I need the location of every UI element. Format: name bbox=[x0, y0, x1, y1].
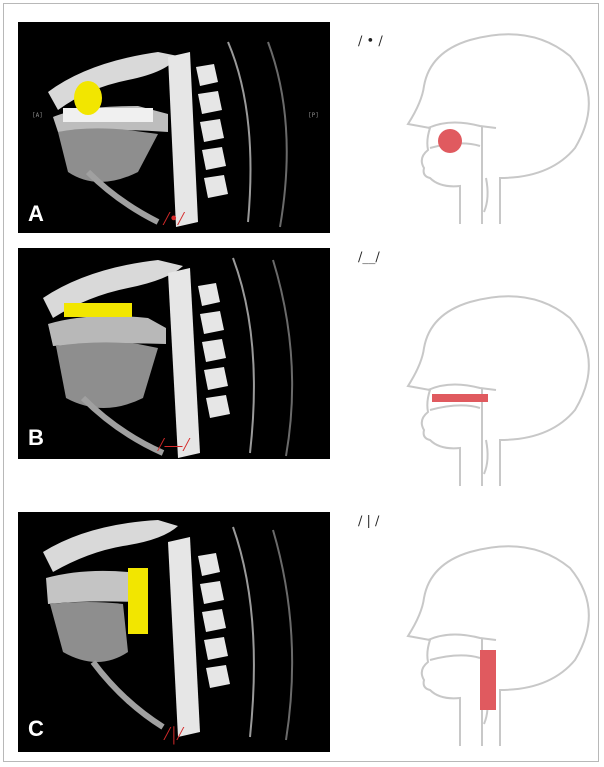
ct-image-b bbox=[18, 248, 330, 459]
head-marker-a bbox=[438, 129, 462, 153]
ct-caption-a: /•/ bbox=[18, 209, 330, 229]
ct-side-tag-left: [A] bbox=[32, 112, 43, 119]
ct-marker-c bbox=[128, 568, 148, 634]
marker-label-c: / | / bbox=[358, 514, 379, 529]
ct-scan-a: [A] [P] A /•/ bbox=[18, 22, 330, 233]
marker-label-a: / • / bbox=[358, 34, 383, 49]
ct-side-tag-right: [P] bbox=[308, 112, 319, 119]
ct-caption-c: /|/ bbox=[18, 724, 330, 744]
marker-label-b: /__/ bbox=[358, 250, 380, 265]
head-diagram-a bbox=[400, 28, 600, 228]
ct-marker-b bbox=[64, 303, 132, 317]
head-diagram-b bbox=[400, 290, 600, 490]
ct-image-c bbox=[18, 512, 330, 752]
ct-scan-c: C /|/ bbox=[18, 512, 330, 752]
ct-image-a bbox=[18, 22, 330, 233]
head-marker-b bbox=[432, 394, 488, 402]
ct-scan-b: B /—/ bbox=[18, 248, 330, 459]
ct-marker-a bbox=[74, 81, 102, 115]
ct-caption-b: /—/ bbox=[18, 435, 330, 455]
head-diagram-c bbox=[400, 540, 600, 750]
head-marker-c bbox=[480, 650, 496, 710]
